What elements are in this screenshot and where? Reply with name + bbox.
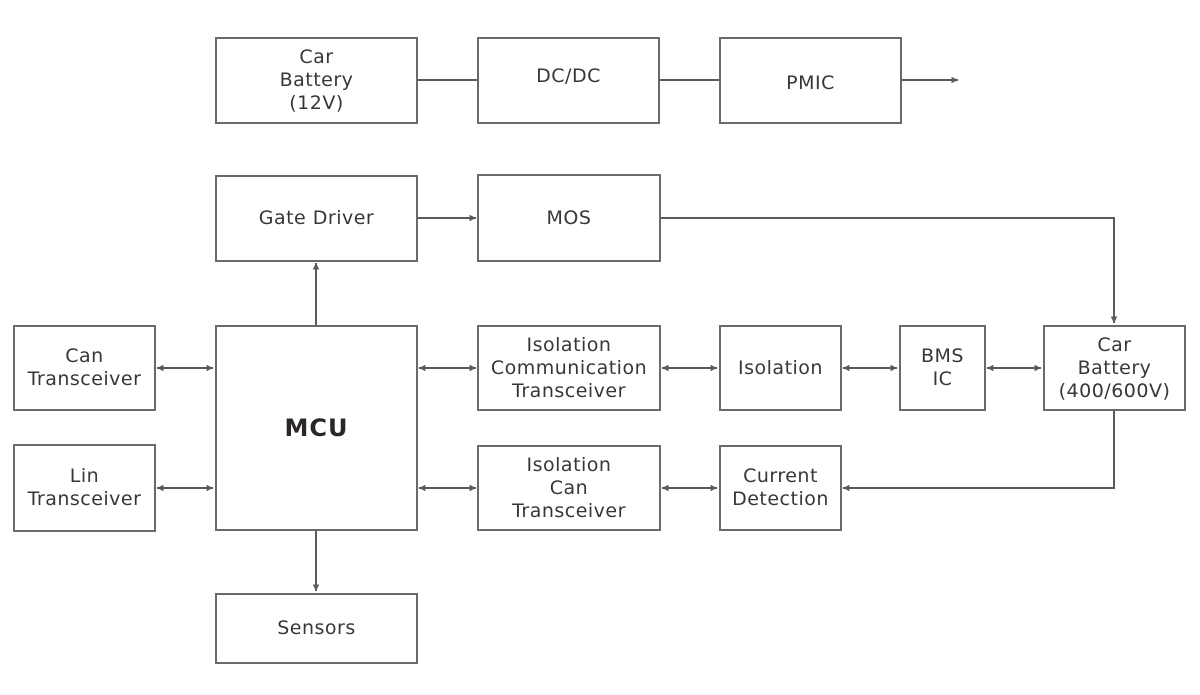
node-lin-transceiver: Lin Transceiver (13, 444, 156, 532)
node-isolation-communication-transceiver: Isolation Communication Transceiver (477, 325, 661, 411)
node-label: Isolation (738, 356, 823, 379)
node-label: BMS IC (921, 345, 964, 390)
node-dcdc: DC/DC (477, 37, 660, 124)
node-pmic: PMIC (719, 37, 902, 124)
node-car-battery-12v: Car Battery (12V) (215, 37, 418, 124)
node-can-transceiver: Can Transceiver (13, 325, 156, 411)
node-current-detection: Current Detection (719, 445, 842, 531)
node-bms-ic: BMS IC (899, 325, 986, 411)
node-gate-driver: Gate Driver (215, 175, 418, 262)
node-label: DC/DC (536, 65, 601, 87)
node-label: Sensors (277, 617, 356, 639)
node-mcu: MCU (215, 325, 418, 531)
node-label: Current Detection (732, 465, 829, 510)
node-label: Lin Transceiver (27, 465, 142, 510)
node-label: Isolation Communication Transceiver (490, 333, 648, 402)
node-car-battery-hv: Car Battery (400/600V) (1043, 325, 1186, 411)
node-label: PMIC (786, 72, 835, 94)
node-label: Car Battery (12V) (279, 46, 354, 114)
node-label: Car Battery (400/600V) (1058, 333, 1171, 402)
node-mos: MOS (477, 174, 661, 262)
node-label: Gate Driver (258, 207, 375, 229)
node-sensors: Sensors (215, 593, 418, 664)
node-label: MOS (546, 206, 592, 229)
edge-hvbattery-current-arrow (843, 410, 1115, 492)
node-label: MCU (284, 413, 349, 442)
node-label: Isolation Can Transceiver (512, 453, 626, 522)
node-label: Can Transceiver (27, 345, 142, 390)
edge-mos-hvbattery-arrow (660, 217, 1118, 323)
node-isolation-can-transceiver: Isolation Can Transceiver (477, 445, 661, 531)
node-isolation: Isolation (719, 325, 842, 411)
